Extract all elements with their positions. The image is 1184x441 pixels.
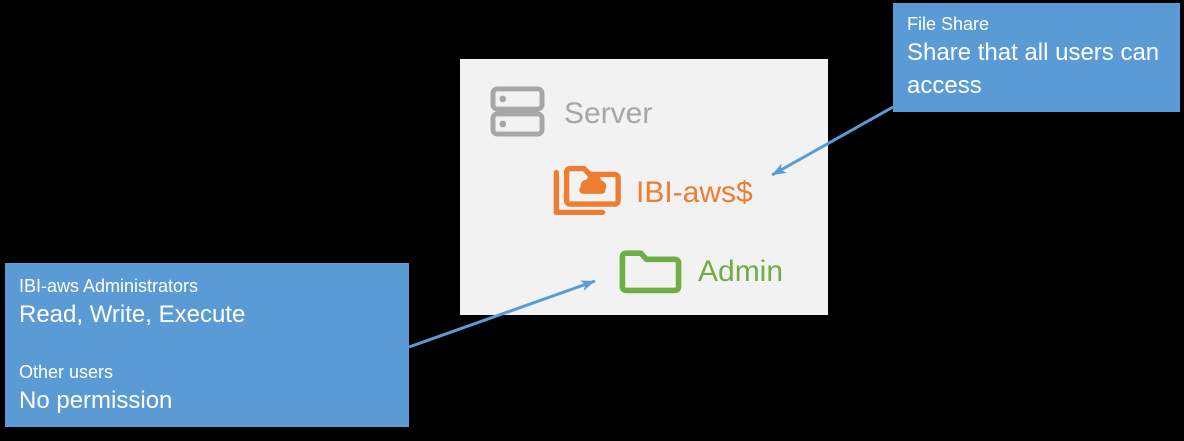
file-share-label: IBI-aws$ <box>636 175 753 209</box>
file-share-row: IBI-aws$ <box>552 159 753 226</box>
admin-folder-label: Admin <box>698 255 784 288</box>
file-share-callout-body: Share that all users can access <box>907 38 1160 100</box>
admins-group-title: IBI-aws Administrators <box>19 276 199 296</box>
permissions-callout: IBI-aws Administrators Read, Write, Exec… <box>5 263 409 427</box>
admins-permission-group: IBI-aws Administrators Read, Write, Exec… <box>19 275 395 331</box>
server-label: Server <box>564 97 653 130</box>
cloud-folder-stack-icon <box>552 159 624 226</box>
file-share-callout: File Share Share that all users can acce… <box>893 3 1180 112</box>
server-row: Server <box>490 86 652 142</box>
server-stack-icon <box>490 86 545 142</box>
file-share-callout-title: File Share <box>907 14 990 34</box>
server-panel: Server IBI-aws$ <box>460 59 828 315</box>
other-users-permission-group: Other users No permission <box>19 361 395 417</box>
other-users-group-title: Other users <box>19 362 114 383</box>
admin-row: Admin <box>618 245 783 299</box>
folder-icon <box>618 245 684 299</box>
other-users-group-permission: No permission <box>19 386 173 414</box>
admins-group-permission: Read, Write, Execute <box>19 300 246 328</box>
